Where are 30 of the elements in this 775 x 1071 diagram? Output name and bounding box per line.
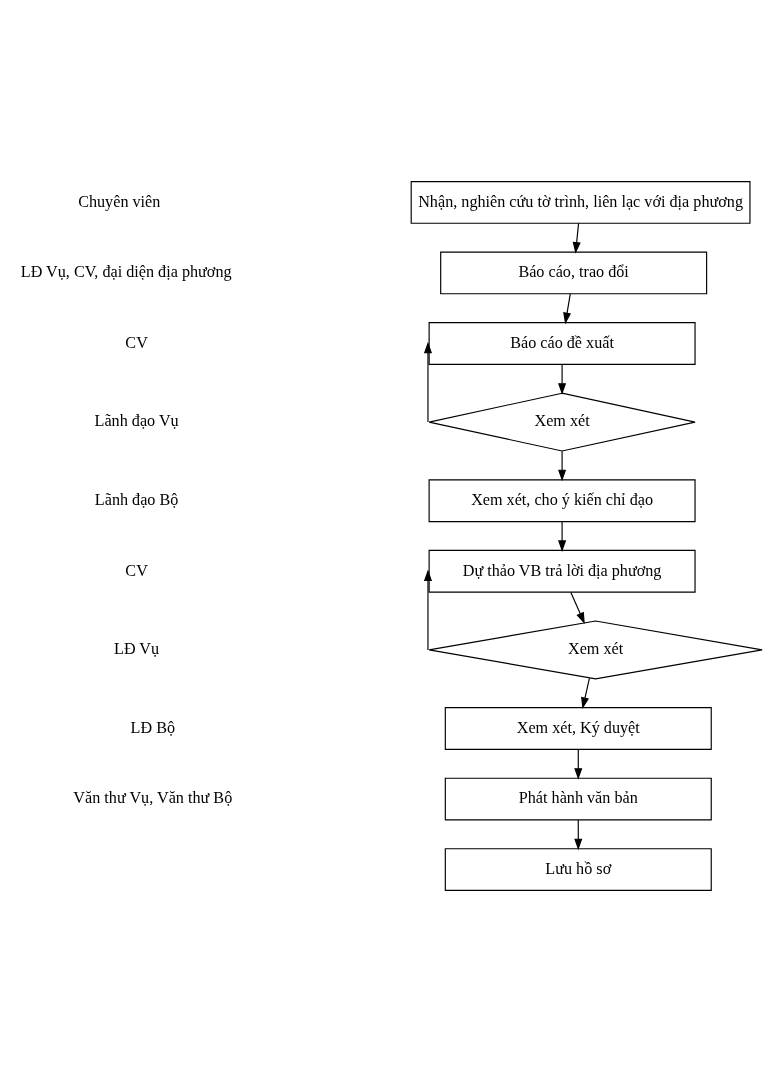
node-box: Phát hành văn bản — [444, 777, 712, 820]
node-box: Lưu hồ sơ — [444, 847, 712, 891]
arrow — [563, 292, 572, 324]
label: CV — [125, 561, 148, 579]
label: LĐ Vụ, CV, đại diện địa phương — [20, 262, 232, 280]
arrow — [423, 569, 432, 650]
node-box: Nhận, nghiên cứu tờ trình, liên lạc với địa phương — [410, 180, 751, 224]
node-diamond: Xem xét — [428, 392, 696, 452]
label: Lãnh đạo Vụ — [94, 411, 179, 429]
arrow — [423, 341, 432, 423]
arrow — [572, 222, 581, 254]
arrow — [558, 520, 567, 552]
arrow — [581, 677, 591, 709]
node-box: Xem xét, cho ý kiến chỉ đạo — [428, 478, 696, 522]
arrow — [574, 748, 583, 780]
label: LĐ Bộ — [130, 718, 176, 736]
arrow — [558, 450, 567, 481]
label: CV — [125, 333, 148, 351]
arrow — [570, 591, 585, 624]
label: LĐ Vụ — [114, 639, 160, 657]
node-box: Dự thảo VB trả lời địa phương — [428, 549, 696, 593]
node-box: Xem xét, Ký duyệt — [444, 706, 712, 750]
node-diamond: Xem xét — [428, 619, 763, 679]
arrow — [558, 363, 567, 395]
label: Lãnh đạo Bộ — [94, 490, 179, 508]
label: Văn thư Vụ, Văn thư Bộ — [73, 788, 233, 806]
node-box: Báo cáo, trao đổi — [440, 251, 708, 294]
arrow — [574, 818, 583, 850]
label: Chuyên viên — [78, 192, 161, 210]
node-box: Báo cáo đề xuất — [428, 321, 696, 365]
